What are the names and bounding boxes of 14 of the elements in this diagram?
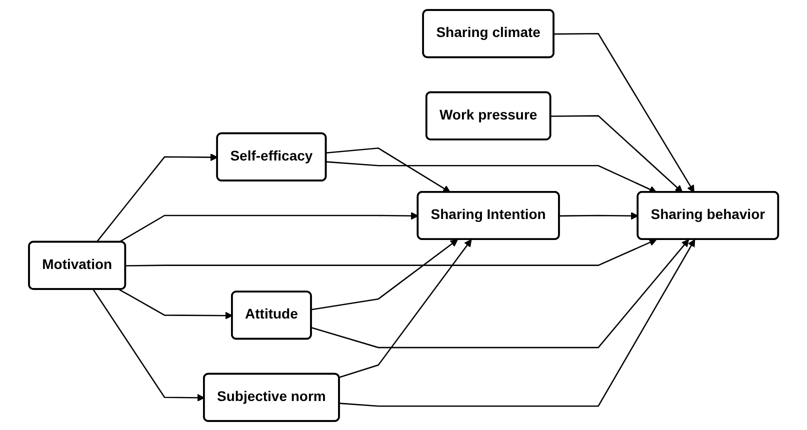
arrow bbox=[550, 114, 683, 192]
arrow bbox=[339, 238, 696, 406]
arrow bbox=[311, 238, 689, 348]
arrow bbox=[559, 212, 638, 220]
arrow bbox=[118, 288, 233, 319]
arrow bbox=[326, 160, 657, 192]
arrow bbox=[92, 288, 205, 402]
arrow bbox=[118, 212, 418, 242]
arrow bbox=[338, 238, 472, 378]
arrow bbox=[126, 238, 657, 266]
arrow bbox=[326, 146, 450, 192]
arrow bbox=[311, 238, 458, 310]
arrow bbox=[554, 32, 694, 192]
arrow bbox=[96, 152, 218, 242]
